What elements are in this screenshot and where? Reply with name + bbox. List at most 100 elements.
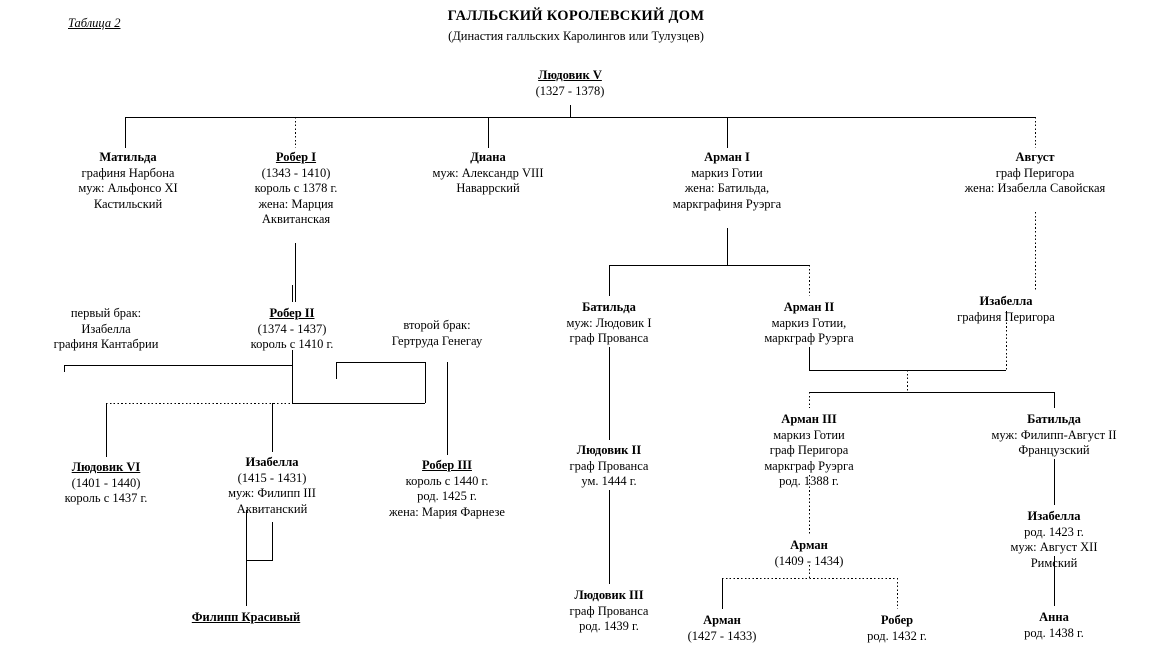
person-name: Изабелла (1027, 509, 1081, 523)
person-detail-line: род. 1439 г. (579, 619, 639, 633)
person-detail-line: муж: Филипп-Август II (991, 427, 1117, 442)
person-detail-line: Аквитанская (261, 212, 331, 226)
person-detail-line: род. 1425 г. (417, 489, 477, 503)
person-detail-line: (1401 - 1440) (71, 475, 141, 490)
person-name: Арман (790, 538, 828, 552)
person-name: Робер II (269, 306, 315, 320)
person-detail-line: (1343 - 1410) (261, 165, 331, 180)
person-name: Анна (1039, 610, 1069, 624)
person-detail-line: жена: Батильда, (684, 181, 770, 195)
person-detail-line: ум. 1444 г. (581, 474, 637, 488)
person-detail-line: граф Прованса (569, 331, 649, 345)
person-detail-line: (1427 - 1433) (687, 628, 757, 643)
person-name: Изабелла (245, 455, 299, 469)
person-node-gertruda: второй брак:Гертруда Генегау (392, 318, 482, 349)
page-title: ГАЛЛЬСКИЙ КОРОЛЕВСКИЙ ДОМ (447, 8, 705, 24)
person-detail-line: род. 1438 г. (1024, 625, 1084, 640)
person-name: Арман III (781, 412, 837, 426)
person-detail-line: граф Прованса (569, 603, 649, 618)
person-detail-line: король с 1378 г. (254, 181, 338, 195)
person-name: второй брак: (403, 318, 471, 332)
person-node-ludovik-vi: Людовик VI(1401 - 1440)король с 1437 г. (65, 460, 148, 507)
person-name: Людовик III (574, 588, 644, 602)
person-detail-line: муж: Людовик I (566, 315, 652, 330)
person-detail-line: муж: Альфонсо XI (78, 181, 178, 195)
person-detail-line: муж: Филипп III (228, 486, 316, 500)
person-node-arman-1427: Арман(1427 - 1433) (688, 613, 757, 644)
person-detail-line: род. 1388 г. (779, 474, 839, 488)
person-detail-line: графиня Кантабрии (53, 337, 159, 351)
person-name: Арман II (783, 300, 835, 314)
person-name: Август (1015, 150, 1055, 164)
person-detail-line: король с 1440 г. (405, 473, 489, 488)
person-node-ludovik-v: Людовик V(1327 - 1378) (536, 68, 605, 99)
person-detail-line: граф Перигора (769, 443, 849, 457)
person-detail-line: Аквитанский (236, 501, 308, 516)
person-detail-line: (1327 - 1378) (535, 83, 605, 98)
person-name: Робер I (275, 150, 317, 164)
person-detail-line: король с 1437 г. (64, 491, 148, 505)
person-name: Арман (703, 613, 741, 627)
person-detail-line: маркиз Готии (691, 165, 763, 180)
person-node-rober-i: Робер I(1343 - 1410)король с 1378 г.жена… (255, 150, 338, 228)
person-detail-line: Изабелла (81, 321, 131, 336)
person-detail-line: Римский (1030, 555, 1078, 570)
table-label: Таблица 2 (68, 16, 121, 30)
person-name: Людовик II (576, 443, 642, 457)
person-detail-line: род. 1432 г. (867, 628, 927, 643)
person-detail-line: маркиз Готии (773, 427, 845, 442)
person-detail-line: маркграфиня Руэрга (672, 196, 782, 211)
person-detail-line: король с 1410 г. (250, 337, 334, 351)
person-detail-line: Кастильский (93, 196, 163, 211)
person-detail-line: Наваррский (456, 181, 520, 195)
person-detail-line: маркиз Готии, (771, 315, 847, 330)
person-name: Арман I (704, 150, 750, 164)
person-node-rober-ii: Робер II(1374 - 1437)король с 1410 г. (251, 306, 334, 353)
person-node-arman-1409: Арман(1409 - 1434) (775, 538, 844, 569)
person-name: Батильда (582, 300, 636, 314)
person-name: первый брак: (70, 306, 142, 320)
person-detail-line: графиня Перигора (957, 309, 1055, 324)
person-detail-line: муж: Александр VIII (432, 165, 544, 180)
person-detail-line: Гертруда Генегау (391, 333, 483, 348)
page-subtitle: (Династия галльских Каролингов или Тулуз… (448, 29, 704, 43)
person-detail-line: жена: Мария Фарнезе (389, 504, 505, 519)
person-detail-line: маркграф Руэрга (764, 458, 854, 473)
person-detail-line: муж: Август XII (1010, 540, 1098, 554)
person-name: Матильда (99, 150, 157, 164)
person-name: Изабелла (979, 294, 1033, 308)
person-name: Диана (470, 150, 506, 164)
person-name: Батильда (1027, 412, 1081, 426)
person-name: Людовик V (538, 68, 602, 82)
person-detail-line: граф Перигора (995, 165, 1075, 180)
person-detail-line: (1409 - 1434) (774, 553, 844, 568)
person-name: Филипп Красивый (191, 610, 301, 624)
person-node-filipp-krasivy: Филипп Красивый (192, 610, 300, 626)
person-detail-line: род. 1423 г. (1024, 524, 1084, 539)
person-detail-line: Французский (1018, 443, 1090, 457)
person-name: Людовик VI (71, 460, 141, 474)
person-name: Робер (880, 613, 914, 627)
person-detail-line: (1374 - 1437) (257, 321, 327, 336)
person-detail-line: жена: Марция (258, 196, 334, 211)
person-detail-line: (1415 - 1431) (237, 470, 307, 485)
person-detail-line: жена: Изабелла Савойская (964, 181, 1106, 195)
person-detail-line: графиня Нарбона (81, 165, 175, 180)
